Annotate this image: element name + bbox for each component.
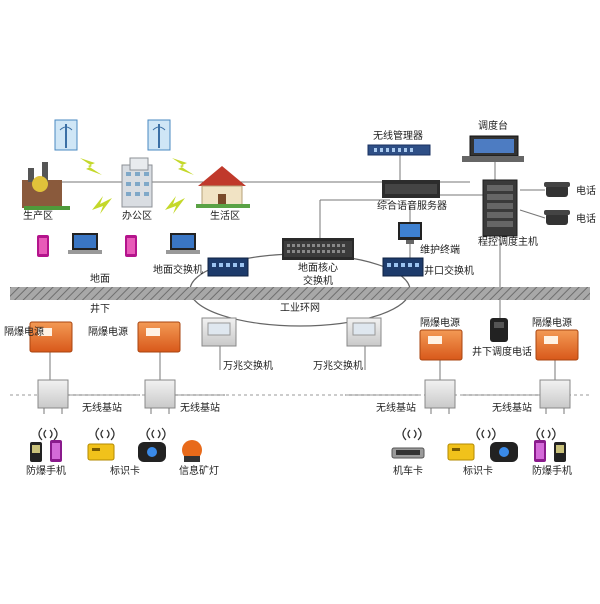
id-card-icon [447, 443, 475, 461]
rack-switch-icon [282, 238, 354, 260]
monitor-icon [462, 135, 524, 162]
power-supply-label-right-1: 隔爆电源 [420, 318, 460, 329]
area-label-production: 生产区 [23, 211, 53, 222]
power-supply-icon [137, 321, 181, 353]
gig-switch-label-right: 万兆交换机 [313, 361, 363, 372]
surface-switch-label: 地面交换机 [153, 265, 203, 276]
base-station-label-2: 无线基站 [180, 403, 220, 414]
factory-icon [22, 162, 70, 210]
device-label-id-card-right: 标识卡 [463, 466, 493, 477]
shaft-switch-label: 井口交换机 [424, 266, 474, 277]
surface-label: 地面 [90, 274, 110, 285]
mobile-phone-icon [37, 235, 49, 257]
power-supply-icon [29, 321, 73, 353]
miner-lamp-icon [182, 440, 202, 462]
base-station-label-1: 无线基站 [82, 403, 122, 414]
mobile-phone-icon [125, 235, 137, 257]
phone-label-1: 电话 [576, 186, 596, 197]
device-label-explosion-phone-left: 防爆手机 [26, 466, 66, 477]
mobile-phone-icon [30, 442, 42, 462]
wireless-signal-icon [80, 158, 194, 214]
id-card-icon [490, 442, 518, 462]
device-label-explosion-phone-right: 防爆手机 [532, 466, 572, 477]
core-switch-label-line1: 地面核心 [298, 263, 338, 274]
wifi-tower-icon [54, 119, 78, 151]
wifi-tower-icon [147, 119, 171, 151]
power-supply-label-left-1: 隔爆电源 [4, 327, 44, 338]
base-station-icon [539, 379, 571, 414]
power-supply-icon [535, 329, 579, 361]
phone-label-2: 电话 [576, 214, 596, 225]
id-card-icon [87, 443, 115, 461]
dispatch-phone-label: 井下调度电话 [472, 347, 532, 358]
server-icon [482, 179, 518, 237]
network-switch-icon [346, 317, 382, 347]
building-icon [121, 157, 153, 208]
area-label-living: 生活区 [210, 211, 240, 222]
maintenance-terminal-label: 维护终端 [420, 245, 460, 256]
area-label-office: 办公区 [122, 211, 152, 222]
laptop-icon [166, 233, 200, 254]
pbx-label: 程控调度主机 [478, 237, 538, 248]
power-supply-icon [419, 329, 463, 361]
network-switch-icon [382, 257, 424, 277]
house-icon [196, 166, 250, 208]
device-label-vehicle-card: 机车卡 [393, 466, 423, 477]
dispatch-console-label: 调度台 [478, 121, 508, 132]
network-switch-icon [201, 317, 237, 347]
device-label-miner-lamp: 信息矿灯 [179, 466, 219, 477]
power-supply-label-left-2: 隔爆电源 [88, 327, 128, 338]
server-icon [382, 180, 440, 198]
network-switch-icon [367, 144, 431, 156]
ground-surface-band [10, 287, 590, 300]
id-card-icon [138, 442, 166, 462]
base-station-icon [424, 379, 456, 414]
device-label-id-card-left: 标识卡 [110, 466, 140, 477]
core-switch-label-line2: 交换机 [303, 276, 333, 287]
voice-server-label: 综合语音服务器 [377, 201, 447, 212]
mobile-phone-icon [534, 440, 546, 462]
telephone-icon [544, 182, 570, 197]
mobile-phone-icon [50, 440, 62, 462]
network-switch-icon [207, 257, 249, 277]
monitor-icon [398, 222, 422, 244]
base-station-icon [37, 379, 69, 414]
laptop-icon [68, 233, 102, 254]
telephone-icon [490, 318, 508, 342]
mobile-phone-icon [554, 442, 566, 462]
power-supply-label-right-2: 隔爆电源 [532, 318, 572, 329]
wireless-signal-icon [38, 427, 556, 441]
base-station-label-4: 无线基站 [492, 403, 532, 414]
id-card-icon [391, 447, 425, 459]
base-station-icon [144, 379, 176, 414]
base-station-label-3: 无线基站 [376, 403, 416, 414]
wireless-manager-label: 无线管理器 [373, 131, 423, 142]
telephone-icon [544, 210, 570, 225]
underground-label: 井下 [90, 304, 110, 315]
gig-switch-label-left: 万兆交换机 [223, 361, 273, 372]
ring-network-label: 工业环网 [280, 303, 320, 314]
